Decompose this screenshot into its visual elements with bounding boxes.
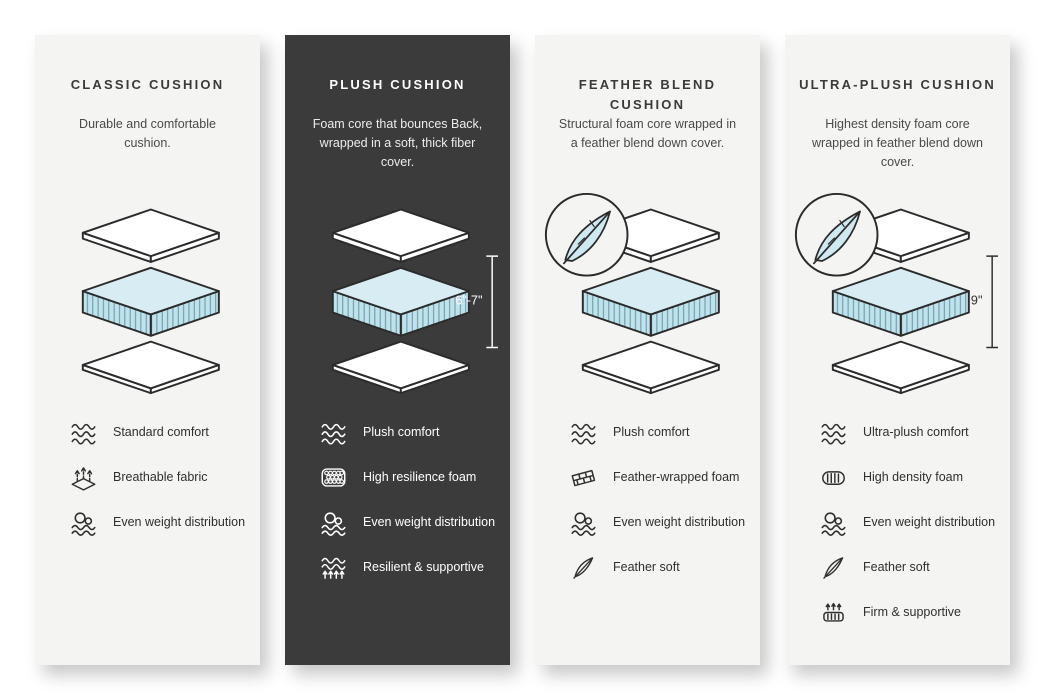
card-title: FEATHER BLEND CUSHION bbox=[578, 77, 717, 112]
waves-icon bbox=[567, 419, 600, 446]
card-description: Durable and comfortable cushion. bbox=[79, 117, 216, 150]
feature-label: Standard comfort bbox=[113, 424, 209, 439]
feature-item: Plush comfort bbox=[567, 415, 750, 449]
feature-item: Feather soft bbox=[567, 550, 750, 584]
feature-item: Plush comfort bbox=[317, 415, 500, 449]
feature-label: Firm & supportive bbox=[863, 604, 961, 619]
feather-icon bbox=[817, 554, 850, 581]
cushion-illustration: 9" bbox=[785, 183, 1010, 407]
cushion-stack-illustration: 6"-7" bbox=[331, 208, 499, 395]
breathable-fabric-icon bbox=[67, 464, 100, 491]
feature-label: Even weight distribution bbox=[363, 514, 496, 529]
feature-list: Plush comfort Feather-wrapped foam Even … bbox=[535, 407, 760, 595]
high-density-foam-icon bbox=[817, 464, 850, 491]
feature-item: Even weight distribution bbox=[317, 505, 500, 539]
even-weight-icon bbox=[67, 509, 100, 536]
feature-item: Standard comfort bbox=[67, 415, 250, 449]
feature-label: Feather soft bbox=[613, 559, 680, 574]
feature-item: Resilient & supportive bbox=[317, 550, 500, 584]
feature-item: High resilience foam bbox=[317, 460, 500, 494]
firm-supportive-icon bbox=[817, 599, 850, 626]
feature-label: Even weight distribution bbox=[113, 514, 246, 529]
card-ultra-plush-cushion: ULTRA-PLUSH CUSHION Highest density foam… bbox=[785, 35, 1010, 665]
waves-icon bbox=[817, 419, 850, 446]
feature-item: Even weight distribution bbox=[817, 505, 1000, 539]
cushion-stack-illustration: 9" bbox=[794, 192, 999, 395]
height-dimension bbox=[985, 255, 999, 349]
feature-label: Ultra-plush comfort bbox=[863, 424, 969, 439]
feature-label: Plush comfort bbox=[613, 424, 690, 439]
feature-item: High density foam bbox=[817, 460, 1000, 494]
even-weight-icon bbox=[817, 509, 850, 536]
feature-list: Standard comfort Breathable fabric Even … bbox=[35, 407, 260, 550]
feather-badge-icon bbox=[794, 192, 879, 277]
feather-wrapped-foam-icon bbox=[567, 464, 600, 491]
feature-item: Feather soft bbox=[817, 550, 1000, 584]
card-classic-cushion: CLASSIC CUSHION Durable and comfortable … bbox=[35, 35, 260, 665]
feature-item: Even weight distribution bbox=[67, 505, 250, 539]
even-weight-icon bbox=[567, 509, 600, 536]
feather-badge-icon bbox=[544, 192, 629, 277]
feature-list: Plush comfort High resilience foam Even … bbox=[285, 407, 510, 595]
resilient-supportive-icon bbox=[317, 554, 350, 581]
card-description: Foam core that bounces Back, wrapped in … bbox=[312, 117, 483, 169]
card-title: PLUSH CUSHION bbox=[329, 77, 466, 92]
feather-icon bbox=[567, 554, 600, 581]
card-title: CLASSIC CUSHION bbox=[70, 77, 225, 92]
waves-icon bbox=[317, 419, 350, 446]
height-dimension bbox=[485, 255, 499, 349]
feature-label: High density foam bbox=[863, 469, 964, 484]
feature-label: Feather-wrapped foam bbox=[613, 469, 740, 484]
feature-label: Feather soft bbox=[863, 559, 930, 574]
feature-label: Even weight distribution bbox=[613, 514, 746, 529]
feature-label: Breathable fabric bbox=[113, 469, 208, 484]
feature-label: Even weight distribution bbox=[863, 514, 996, 529]
card-description: Structural foam core wrapped in a feathe… bbox=[558, 117, 737, 150]
feature-label: Plush comfort bbox=[363, 424, 440, 439]
card-description: Highest density foam core wrapped in fea… bbox=[812, 117, 983, 169]
card-feather-blend-cushion: FEATHER BLEND CUSHION Structural foam co… bbox=[535, 35, 760, 665]
high-resilience-foam-icon bbox=[317, 464, 350, 491]
waves-icon bbox=[67, 419, 100, 446]
card-title: ULTRA-PLUSH CUSHION bbox=[799, 77, 996, 92]
feature-label: High resilience foam bbox=[363, 469, 477, 484]
feature-item: Feather-wrapped foam bbox=[567, 460, 750, 494]
feature-item: Ultra-plush comfort bbox=[817, 415, 1000, 449]
feature-item: Breathable fabric bbox=[67, 460, 250, 494]
feature-label: Resilient & supportive bbox=[363, 559, 484, 574]
cushion-illustration bbox=[535, 183, 760, 407]
height-label: 6"-7" bbox=[455, 294, 482, 308]
cushion-stack-illustration bbox=[544, 192, 720, 395]
cushion-stack-illustration bbox=[81, 208, 220, 395]
feature-list: Ultra-plush comfort High density foam Ev… bbox=[785, 407, 1010, 640]
even-weight-icon bbox=[317, 509, 350, 536]
feature-item: Even weight distribution bbox=[567, 505, 750, 539]
feature-item: Firm & supportive bbox=[817, 595, 1000, 629]
cushion-illustration: 6"-7" bbox=[285, 183, 510, 407]
card-plush-cushion: PLUSH CUSHION Foam core that bounces Bac… bbox=[285, 35, 510, 665]
height-label: 9" bbox=[971, 294, 983, 308]
cushion-illustration bbox=[35, 183, 260, 407]
